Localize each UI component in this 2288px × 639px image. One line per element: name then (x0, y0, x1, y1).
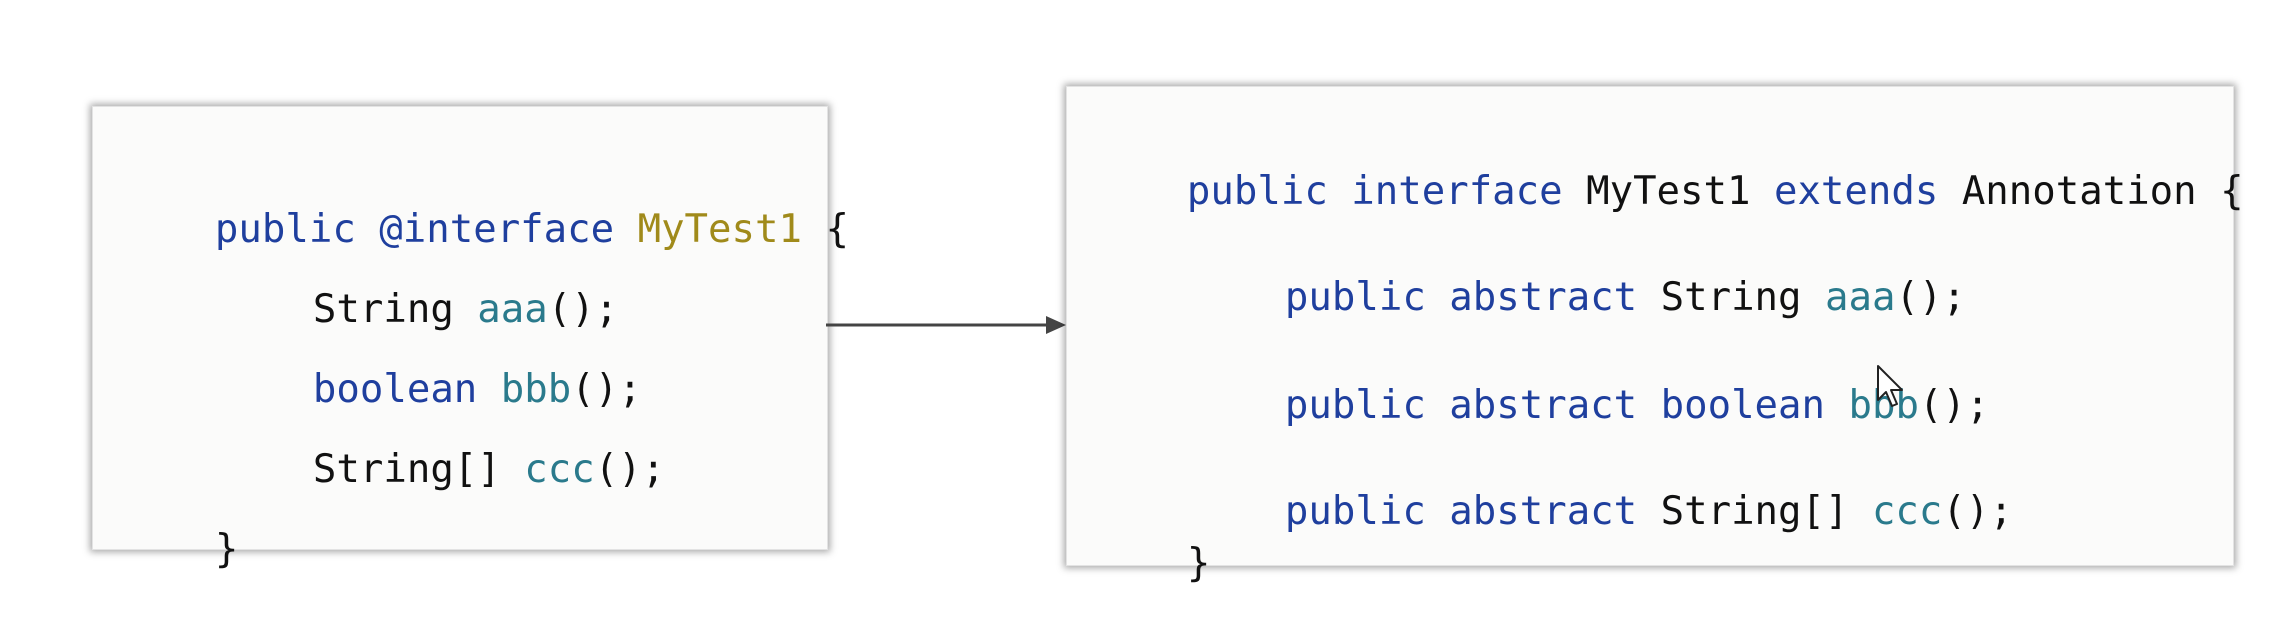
method-name: ccc (1871, 489, 1943, 534)
keyword-at-interface: @interface (379, 207, 615, 252)
close-brace: } (214, 527, 239, 572)
compiled-interface-panel: public interface MyTest1 extends Annotat… (1066, 86, 2244, 586)
code-line-2: String aaa(); (219, 235, 618, 385)
method-name: aaa (1825, 275, 1896, 320)
keyword-abstract: abstract (1449, 383, 1638, 428)
keyword-abstract: abstract (1449, 489, 1638, 534)
method-tail: (); (594, 447, 666, 492)
annotation-name: MyTest1 (637, 207, 802, 252)
right-arrow-icon (826, 316, 1066, 334)
keyword-public: public (1186, 169, 1328, 214)
code-line-4: public abstract String[] ccc(); (1191, 437, 2013, 587)
mouse-cursor-icon (1877, 365, 1903, 407)
return-type: String[] (1660, 489, 1849, 534)
keyword-public: public (1284, 275, 1426, 320)
keyword-public: public (1284, 383, 1426, 428)
method-tail: (); (1942, 489, 2013, 534)
keyword-extends: extends (1773, 169, 1939, 214)
code-line-1: public interface MyTest1 extends Annotat… (1093, 117, 2244, 267)
code-line-5: } (121, 475, 238, 625)
interface-name: MyTest1 (1586, 169, 1751, 214)
return-type: String (1660, 275, 1802, 320)
method-tail: (); (1895, 275, 1966, 320)
keyword-public: public (214, 207, 356, 252)
code-line-4: String[] ccc(); (219, 395, 665, 545)
method-tail: (); (571, 367, 642, 412)
code-line-5: } (1093, 489, 1210, 639)
code-line-3: boolean bbb(); (219, 315, 642, 465)
open-brace: { (2220, 169, 2244, 214)
open-brace: { (825, 207, 849, 252)
return-type: boolean (1660, 383, 1825, 428)
code-line-3: public abstract boolean bbb(); (1191, 331, 1989, 481)
method-name: aaa (477, 287, 548, 332)
annotation-source-panel: public @interface MyTest1 { String aaa()… (92, 106, 849, 572)
code-line-1: public @interface MyTest1 { (121, 155, 849, 305)
keyword-abstract: abstract (1449, 275, 1638, 320)
method-tail: (); (1918, 383, 1990, 428)
keyword-public: public (1284, 489, 1426, 534)
return-type: String[] (312, 447, 501, 492)
code-line-2: public abstract String aaa(); (1191, 223, 1966, 373)
method-name: bbb (500, 367, 572, 412)
close-brace: } (1186, 541, 1211, 586)
method-name: ccc (524, 447, 595, 492)
return-type: boolean (312, 367, 478, 412)
return-type: String (312, 287, 454, 332)
keyword-interface: interface (1351, 169, 1563, 214)
super-interface: Annotation (1961, 169, 2197, 214)
method-tail: (); (547, 287, 619, 332)
